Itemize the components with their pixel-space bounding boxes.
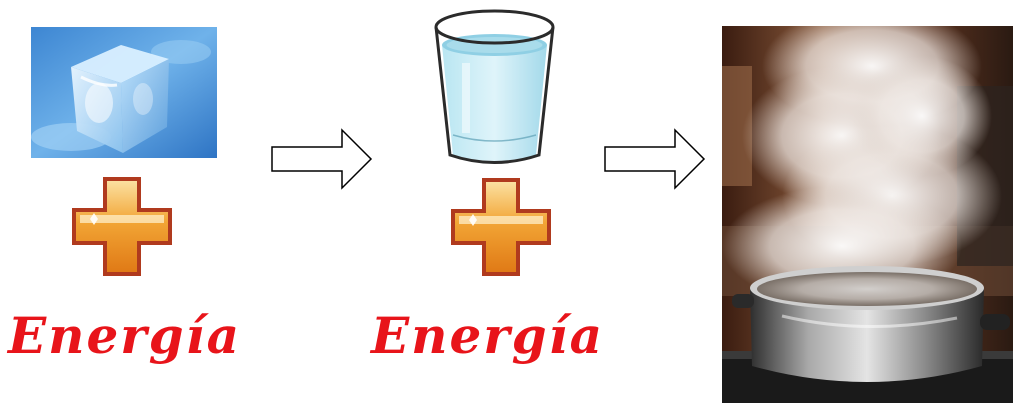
energy-label: Energía xyxy=(8,306,241,365)
ice-cube-image xyxy=(31,27,217,158)
plus-icon xyxy=(449,176,553,278)
arrow-right-icon xyxy=(603,128,707,190)
plus-icon xyxy=(70,175,174,278)
energy-label: Energía xyxy=(371,306,604,365)
arrow-right-icon xyxy=(270,128,374,190)
boiling-pot-steam-image xyxy=(722,6,1013,403)
glass-of-water-image xyxy=(432,5,557,165)
